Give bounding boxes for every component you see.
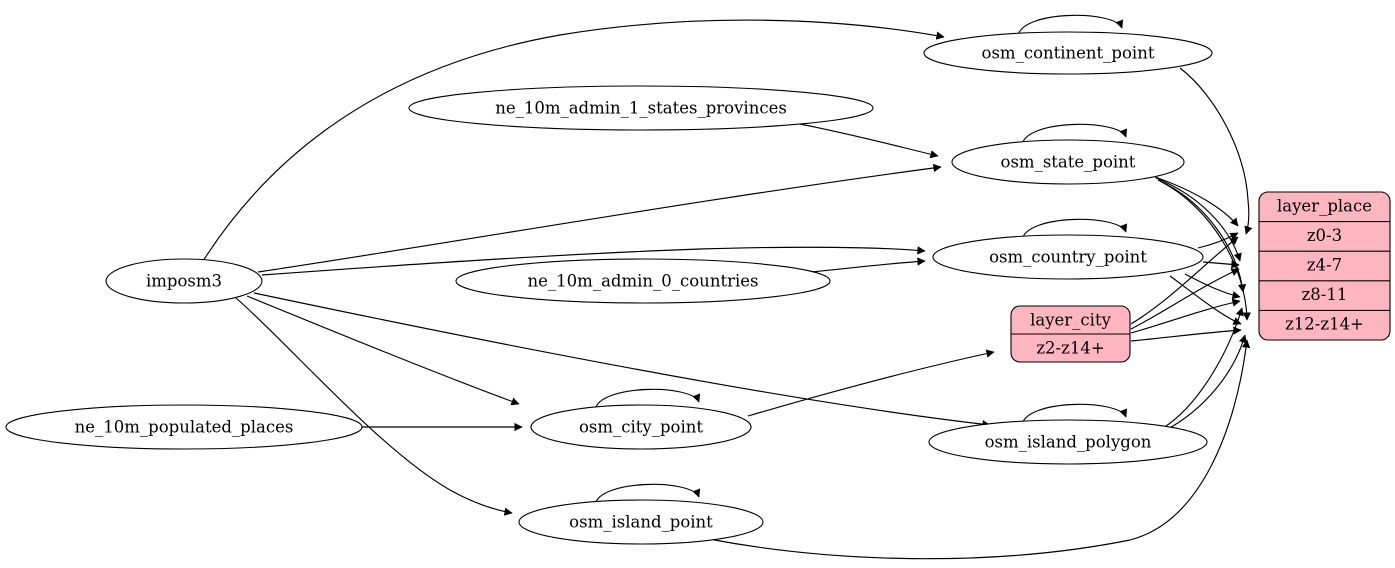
node-layer: imposm3 ne_10m_admin_1_states_provinces … bbox=[5, 31, 1391, 545]
edge-ne-states-to-osm-state-point bbox=[799, 123, 939, 159]
edge-osm-city-point-to-layer-city-z2-z14 bbox=[747, 349, 995, 417]
edge-imposm3-to-osm-state-point bbox=[257, 163, 942, 273]
node-label-ne-countries: ne_10m_admin_0_countries bbox=[528, 272, 759, 291]
node-osm-state-point[interactable]: osm_state_point bbox=[951, 139, 1185, 185]
record-row-layer-place-z4-7[interactable]: z4-7 bbox=[1307, 256, 1342, 275]
edge-self-loop-osm-country-point bbox=[1021, 218, 1128, 241]
record-row-layer-place-z8-11[interactable]: z8-11 bbox=[1302, 285, 1348, 304]
edge-self-loop-osm-island-polygon bbox=[1021, 403, 1128, 426]
edge-osm-state-point-to-layer-place-z0-3 bbox=[1154, 176, 1239, 227]
node-osm-island-point[interactable]: osm_island_point bbox=[518, 499, 764, 545]
edge-self-loop-osm-state-point bbox=[1021, 123, 1128, 146]
record-row-layer-city-z2-z14[interactable]: z2-z14+ bbox=[1036, 339, 1104, 358]
edge-osm-country-point-to-layer-place-z12-z14 bbox=[1169, 275, 1242, 325]
edge-osm-island-polygon-to-layer-place-z8-11 bbox=[1162, 307, 1244, 429]
edge-self-loop-osm-island-point bbox=[594, 483, 701, 506]
node-osm-continent-point[interactable]: osm_continent_point bbox=[923, 31, 1213, 75]
edge-ne-countries-to-osm-country-point bbox=[811, 257, 926, 273]
edge-osm-state-point-to-layer-place-z4-7 bbox=[1155, 177, 1242, 262]
edge-imposm3-to-osm-city-point bbox=[246, 295, 520, 406]
record-row-layer-place-z0-3[interactable]: z0-3 bbox=[1307, 226, 1342, 245]
record-row-layer-city-title: layer_city bbox=[1030, 311, 1111, 330]
node-label-osm-country-point: osm_country_point bbox=[989, 248, 1147, 267]
record-row-layer-place-title: layer_place bbox=[1277, 197, 1372, 216]
edge-layer-city-to-layer-place-z0-3 bbox=[1130, 236, 1239, 325]
node-osm-city-point[interactable]: osm_city_point bbox=[530, 404, 752, 450]
node-label-osm-city-point: osm_city_point bbox=[579, 418, 703, 437]
record-row-layer-place-z12-z14[interactable]: z12-z14+ bbox=[1285, 315, 1364, 334]
node-label-imposm3: imposm3 bbox=[146, 272, 222, 291]
edge-osm-island-point-to-layer-place-z12-z14 bbox=[708, 339, 1251, 560]
edge-imposm3-to-osm-island-point bbox=[235, 297, 513, 516]
edge-imposm3-to-osm-country-point bbox=[261, 246, 926, 276]
edge-imposm3-to-osm-continent-point bbox=[202, 19, 945, 262]
node-label-osm-continent-point: osm_continent_point bbox=[982, 44, 1155, 63]
node-ne-10m-admin-0-countries[interactable]: ne_10m_admin_0_countries bbox=[455, 258, 831, 304]
edge-osm-state-point-to-layer-place-z12-z14 bbox=[1159, 180, 1251, 321]
edge-layer-city-to-layer-place-z4-7 bbox=[1130, 268, 1240, 330]
node-label-osm-island-point: osm_island_point bbox=[569, 513, 713, 532]
edge-osm-country-point-to-layer-place-z0-3 bbox=[1197, 232, 1239, 249]
node-ne-10m-populated-places[interactable]: ne_10m_populated_places bbox=[5, 404, 363, 450]
node-ne-10m-admin-1-states-provinces[interactable]: ne_10m_admin_1_states_provinces bbox=[408, 85, 874, 131]
edge-self-loop-osm-city-point bbox=[594, 388, 701, 411]
edge-layer-city-to-layer-place-z8-11 bbox=[1130, 298, 1241, 334]
node-label-osm-island-polygon: osm_island_polygon bbox=[985, 433, 1152, 452]
edge-osm-country-point-to-layer-place-z8-11 bbox=[1184, 273, 1241, 300]
edge-self-loop-osm-continent-point bbox=[1017, 14, 1124, 37]
node-imposm3[interactable]: imposm3 bbox=[105, 258, 263, 304]
node-osm-island-polygon[interactable]: osm_island_polygon bbox=[928, 419, 1208, 465]
node-label-ne-populated: ne_10m_populated_places bbox=[75, 418, 294, 437]
node-label-osm-state-point: osm_state_point bbox=[1001, 153, 1136, 172]
node-osm-country-point[interactable]: osm_country_point bbox=[932, 234, 1204, 280]
edge-osm-island-polygon-to-layer-place-z12-z14 bbox=[1165, 334, 1247, 431]
record-node-layer-city[interactable]: layer_city z2-z14+ bbox=[1010, 305, 1131, 363]
edge-layer-city-to-layer-place-z12-z14 bbox=[1130, 326, 1242, 342]
edge-imposm3-to-osm-island-polygon bbox=[253, 292, 991, 429]
edge-osm-country-point-to-layer-place-z4-7 bbox=[1202, 260, 1240, 269]
record-node-layer-place[interactable]: layer_place z0-3 z4-7 z8-11 z12-z14+ bbox=[1258, 191, 1391, 341]
edge-layer bbox=[202, 14, 1253, 560]
edge-osm-continent-point-to-layer-place-z0-3 bbox=[1179, 67, 1253, 235]
node-label-ne-states: ne_10m_admin_1_states_provinces bbox=[495, 99, 787, 118]
